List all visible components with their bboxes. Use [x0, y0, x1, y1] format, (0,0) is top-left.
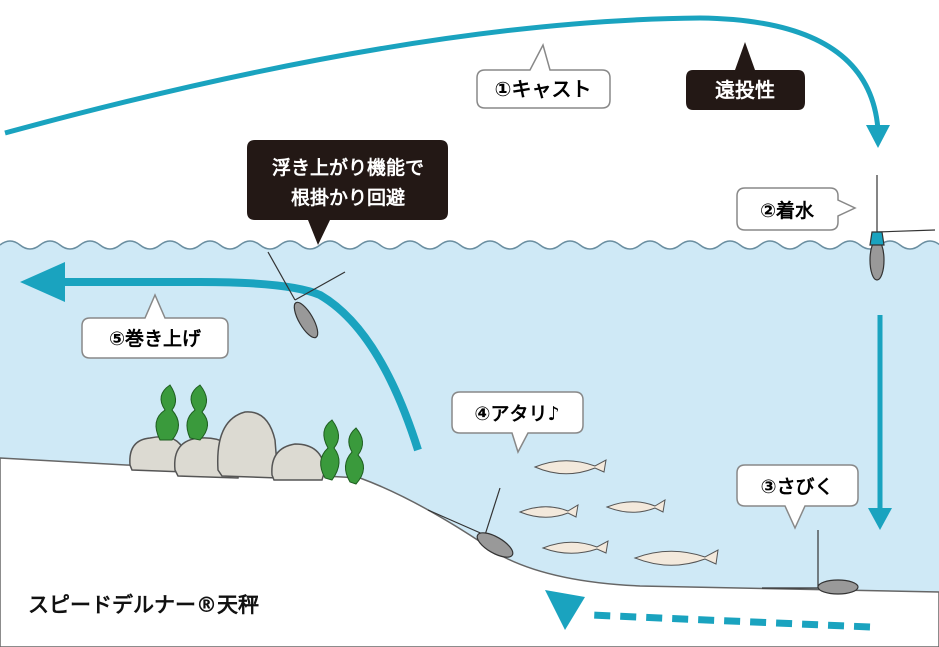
fish-school [518, 459, 719, 566]
reel-label: ⑤巻き上げ [109, 327, 202, 350]
callout-reel: ⑤巻き上げ [81, 293, 229, 359]
reel-arrowhead [20, 262, 65, 302]
drag-arrow [589, 611, 871, 631]
callout-float: 浮き上がり機能で 根掛かり回避 [247, 140, 448, 245]
float-label-line1: 浮き上がり機能で [272, 156, 424, 179]
callout-landing: ②着水 [736, 187, 857, 231]
sinker-floating [267, 251, 346, 339]
bite-label: ④アタリ♪ [474, 403, 559, 425]
seaweed [155, 384, 364, 485]
landing-label: ②着水 [760, 199, 815, 222]
sink-arrowhead [868, 508, 892, 530]
sinker-landing [869, 175, 936, 281]
cast-arrow [4, 15, 881, 136]
rocks [129, 411, 326, 481]
reel-arrow [55, 278, 422, 452]
sinker-bottom [762, 530, 859, 595]
cast-label: ①キャスト [495, 77, 592, 101]
callout-distance: 遠投性 [686, 42, 805, 110]
float-label-line2: 根掛かり回避 [291, 186, 405, 209]
product-name: スピードデルナー®天秤 [28, 593, 259, 617]
water-surface [0, 240, 939, 250]
callout-cast: ①キャスト [476, 42, 611, 109]
drag-label: ③さびく [760, 476, 833, 498]
callout-drag: ③さびく [736, 464, 859, 530]
drag-arrowhead [545, 590, 585, 630]
distance-label: 遠投性 [715, 78, 775, 102]
callout-bite: ④アタリ♪ [451, 391, 584, 454]
sinker-bite [427, 487, 514, 558]
cast-arrowhead [866, 125, 890, 148]
